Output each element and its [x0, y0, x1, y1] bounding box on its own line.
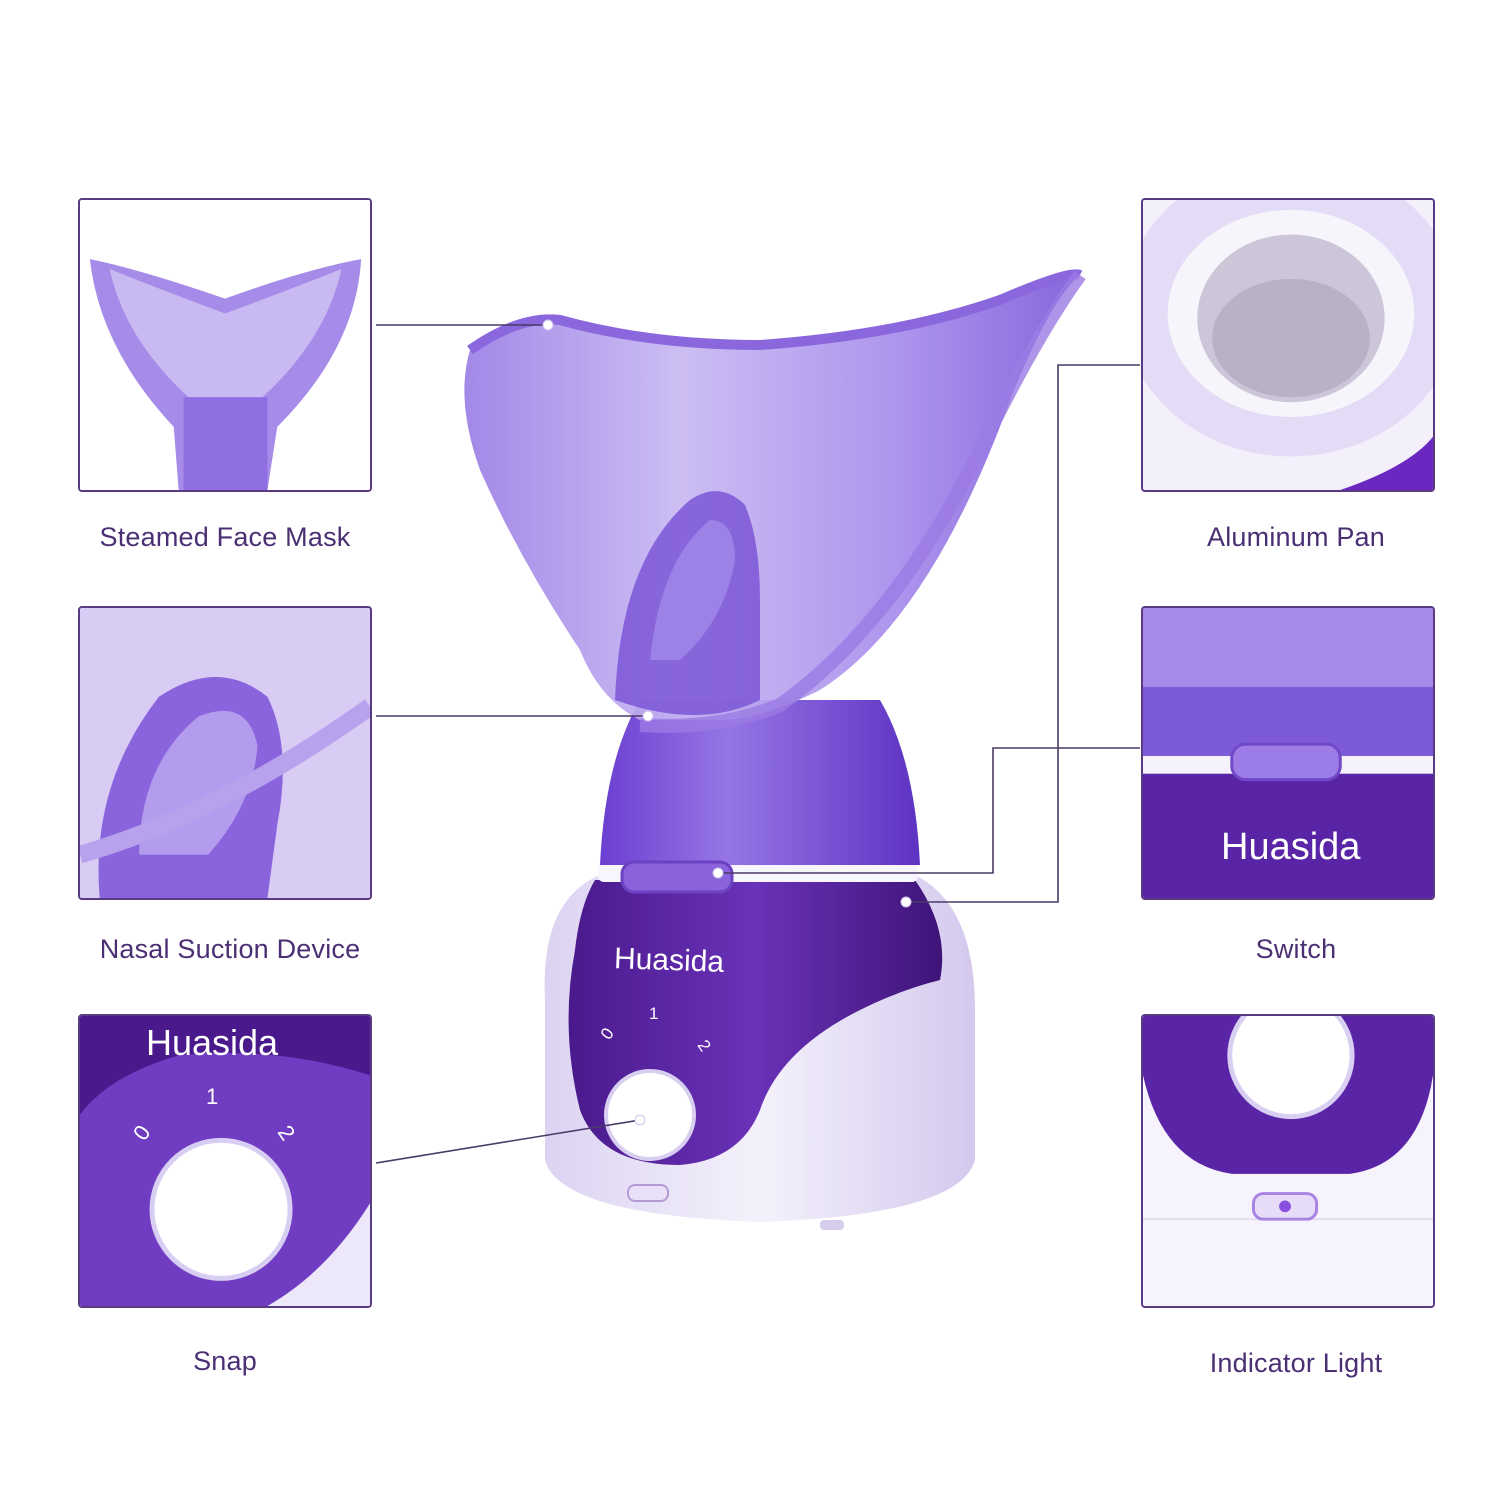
caption-pan: Aluminum Pan — [1207, 522, 1385, 552]
caption-snap: Snap — [193, 1346, 257, 1376]
face-mask-closeup — [80, 200, 370, 490]
indicator-closeup — [1143, 1016, 1433, 1306]
snap-brand-label: Huasida — [146, 1022, 279, 1063]
panel-nasal — [78, 606, 372, 900]
switch-closeup — [1143, 608, 1433, 898]
indicator-light — [627, 1184, 669, 1202]
power-dial — [604, 1069, 696, 1161]
caption-nasal: Nasal Suction Device — [99, 934, 361, 964]
caption-indicator: Indicator Light — [1209, 1348, 1383, 1378]
panel-pan — [1141, 198, 1435, 492]
nasal-closeup — [80, 608, 370, 898]
panel-switch: Huasida — [1141, 606, 1435, 900]
caption-switch: Switch — [1255, 934, 1337, 964]
snap-dial-1: 1 — [206, 1084, 219, 1109]
switch-tab — [620, 860, 734, 894]
pan-closeup — [1143, 200, 1433, 490]
panel-snap: Huasida 0 1 2 — [78, 1014, 372, 1308]
panel-face-mask — [78, 198, 372, 492]
switch-brand-label: Huasida — [1221, 826, 1361, 868]
panel-indicator — [1141, 1014, 1435, 1308]
main-dial-1: 1 — [649, 1004, 659, 1023]
main-brand-label: Huasida — [613, 942, 725, 979]
snap-closeup — [80, 1016, 370, 1306]
caption-face-mask: Steamed Face Mask — [99, 522, 351, 552]
